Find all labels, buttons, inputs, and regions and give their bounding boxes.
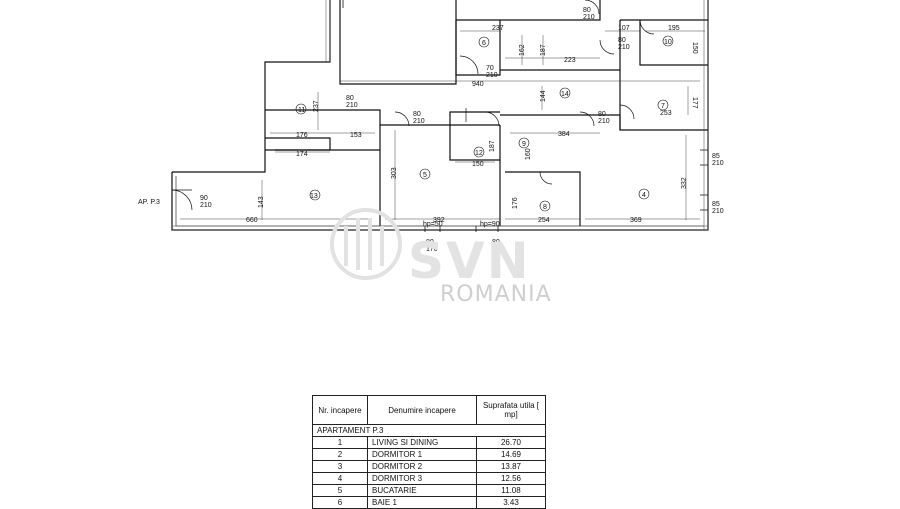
dimension: 332 xyxy=(681,177,688,189)
dimension: 223 xyxy=(564,57,576,64)
watermark-country: ROMANIA xyxy=(440,282,552,307)
table-row: 3 DORMITOR 2 13.87 xyxy=(312,460,546,473)
cell-name: BAIE 1 xyxy=(367,496,477,509)
dimension: 392 xyxy=(433,217,445,224)
dimension: 107 xyxy=(618,25,630,32)
room-number: 11 xyxy=(298,107,305,114)
cell-nr: 6 xyxy=(312,496,368,509)
table-row: 1 LIVING SI DINING 26.70 xyxy=(312,436,546,449)
dimension: 940 xyxy=(472,81,484,88)
dimension: 237 xyxy=(492,25,504,32)
room-number: 6 xyxy=(482,40,486,47)
dimension: 176 xyxy=(296,132,308,139)
dimension: 153 xyxy=(350,132,362,139)
room-number: 7 xyxy=(661,103,665,110)
apartment-pointer-label: AP. P.3 xyxy=(138,199,160,206)
cell-name: DORMITOR 3 xyxy=(367,472,477,485)
dimension: 177 xyxy=(691,97,698,109)
dimension: 174 xyxy=(296,151,308,158)
dimension: 369 xyxy=(630,217,642,224)
header-nr: Nr. incapere xyxy=(312,395,368,425)
wall-shaft xyxy=(339,0,457,85)
cell-area: 14.69 xyxy=(476,448,546,461)
dimension: 187 xyxy=(540,44,547,56)
dimension: 253 xyxy=(660,110,672,117)
window-hp: hp=90 xyxy=(480,221,500,228)
cell-name: LIVING SI DINING xyxy=(367,436,477,449)
dimension: 303 xyxy=(391,167,398,179)
dimension: 254 xyxy=(538,217,550,224)
cell-area: 13.87 xyxy=(476,460,546,473)
watermark-brand: SVN xyxy=(408,232,531,290)
table-row: 4 DORMITOR 3 12.56 xyxy=(312,472,546,485)
wall-left-outer xyxy=(172,0,331,173)
cell-nr: 5 xyxy=(312,484,368,497)
dimension: 150 xyxy=(691,42,698,54)
room-number: 9 xyxy=(522,141,526,148)
dimension: 143 xyxy=(258,196,265,208)
dimension: 187 xyxy=(489,140,496,152)
table-row: 6 BAIE 1 3.43 xyxy=(312,496,546,509)
header-area: Suprafata utila [ mp] xyxy=(476,395,546,425)
dimension: 660 xyxy=(246,217,258,224)
room-number: 5 xyxy=(423,172,427,179)
table-row: 5 BUCATARIE 11.08 xyxy=(312,484,546,497)
dimension: 176 xyxy=(512,197,519,209)
header-name: Denumire incapere xyxy=(367,395,477,425)
cell-name: DORMITOR 1 xyxy=(367,448,477,461)
dimension: 160 xyxy=(525,148,532,160)
window-hp: hp=50 xyxy=(423,221,443,228)
cell-nr: 3 xyxy=(312,460,368,473)
dimension: 162 xyxy=(519,44,526,56)
floor-plan: 11 13 5 12 9 8 4 6 14 7 10 237 162 187 2… xyxy=(171,0,724,253)
cell-area: 11.08 xyxy=(476,484,546,497)
cell-name: DORMITOR 2 xyxy=(367,460,477,473)
room-number: 14 xyxy=(561,91,569,98)
cell-nr: 1 xyxy=(312,436,368,449)
dimension: 150 xyxy=(472,161,484,168)
room-number: 4 xyxy=(642,192,646,199)
cell-area: 26.70 xyxy=(476,436,546,449)
room-number: 8 xyxy=(543,204,547,211)
room-number: 12 xyxy=(475,150,483,157)
dimension: 195 xyxy=(668,25,680,32)
dimension: 144 xyxy=(540,90,547,102)
room-number: 10 xyxy=(664,39,672,46)
watermark-logo xyxy=(330,208,402,280)
cell-nr: 4 xyxy=(312,472,368,485)
dimension: 237 xyxy=(313,100,320,112)
room-number: 13 xyxy=(310,193,318,200)
cell-area: 3.43 xyxy=(476,496,546,509)
group-label: APARTAMENT P.3 xyxy=(312,424,546,437)
cell-name: BUCATARIE xyxy=(367,484,477,497)
dimension: 384 xyxy=(558,131,570,138)
table-row: 2 DORMITOR 1 14.69 xyxy=(312,448,546,461)
cell-area: 12.56 xyxy=(476,472,546,485)
cell-nr: 2 xyxy=(312,448,368,461)
surface-table: Nr. incapere Denumire incapere Suprafata… xyxy=(312,395,546,509)
floor-plan-drawing: 11 13 5 12 9 8 4 6 14 7 10 237 162 187 2… xyxy=(171,0,724,253)
